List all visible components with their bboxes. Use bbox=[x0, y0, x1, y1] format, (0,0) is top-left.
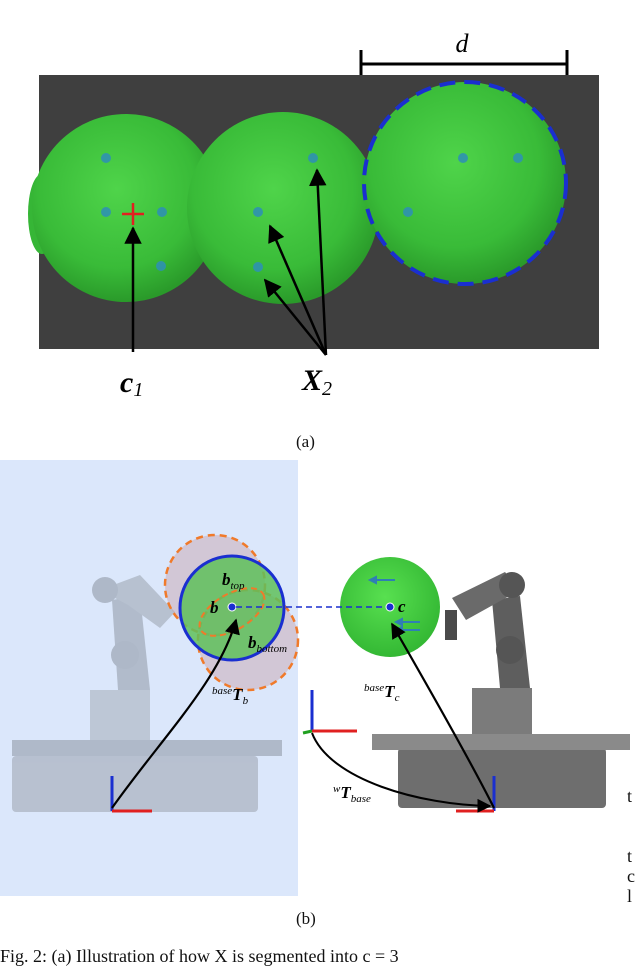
label-b: b bbox=[210, 598, 219, 617]
robot-platform-right bbox=[372, 734, 630, 750]
point bbox=[308, 153, 318, 163]
arrow-x2-c bbox=[309, 168, 328, 356]
label-w-T-base: wTbase bbox=[333, 783, 371, 805]
robot-gripper-right bbox=[445, 610, 457, 640]
robot-right bbox=[372, 572, 630, 808]
robot-left bbox=[12, 575, 282, 812]
label-c: c bbox=[398, 597, 406, 616]
robot-joint-left bbox=[111, 641, 139, 669]
arrow-w-T-base bbox=[311, 732, 492, 813]
robot-joint-left-2 bbox=[92, 577, 118, 603]
point bbox=[253, 207, 263, 217]
point bbox=[458, 153, 468, 163]
caption-a: (a) bbox=[296, 432, 315, 451]
sphere-b-inner-ring bbox=[198, 587, 266, 637]
label-c1: c1 bbox=[120, 366, 143, 401]
robot-base-right bbox=[398, 748, 606, 808]
label-x2: X2 bbox=[301, 364, 332, 400]
light-blue-background bbox=[0, 460, 298, 896]
sphere-1 bbox=[32, 114, 220, 302]
robot-arm-upper-left bbox=[100, 575, 175, 628]
robot-base-left bbox=[12, 756, 258, 812]
point bbox=[101, 207, 111, 217]
frame-world bbox=[302, 690, 357, 735]
point-cloud-x bbox=[101, 153, 523, 272]
sphere-3 bbox=[364, 82, 566, 284]
edge-text-4: l bbox=[627, 886, 633, 906]
point bbox=[513, 153, 523, 163]
arrow-base-T-c bbox=[391, 622, 495, 809]
sphere-2 bbox=[187, 112, 379, 304]
point bbox=[156, 261, 166, 271]
robot-joint-right bbox=[499, 572, 525, 598]
point bbox=[403, 207, 413, 217]
panel-b: btop b bbottom c baseTb baseTc wTbase bbox=[0, 460, 630, 896]
point bbox=[253, 262, 263, 272]
point bbox=[101, 153, 111, 163]
edge-text-1: t bbox=[627, 786, 633, 806]
label-d: d bbox=[456, 29, 470, 58]
figure-caption: Fig. 2: (a) Illustration of how X is seg… bbox=[0, 946, 399, 966]
arrow-base-T-b bbox=[111, 618, 240, 809]
label-base-T-c: baseTc bbox=[364, 682, 400, 704]
center-c bbox=[385, 602, 395, 612]
center-b bbox=[227, 602, 237, 612]
panel-a: d c1 bbox=[28, 29, 599, 401]
caption-b: (b) bbox=[296, 909, 316, 928]
center-c1-cross bbox=[122, 203, 144, 225]
label-b-top: btop bbox=[222, 570, 245, 592]
dimension-bar-d bbox=[359, 50, 569, 78]
robot-controller-left bbox=[90, 690, 150, 740]
arrow-x2-b bbox=[263, 278, 327, 356]
label-b-bottom: bbottom bbox=[248, 633, 287, 655]
edge-text-2: t bbox=[627, 846, 633, 866]
arrow-x2-a bbox=[268, 224, 328, 356]
robot-controller-right bbox=[472, 688, 532, 734]
robot-platform-left bbox=[12, 740, 282, 756]
frame-left-base bbox=[110, 776, 152, 813]
point bbox=[157, 207, 167, 217]
edge-text-3: c bbox=[627, 866, 635, 886]
label-base-T-b: baseTb bbox=[212, 685, 249, 707]
sphere-3-dashed-outline bbox=[362, 80, 568, 286]
robot-joint-right-2 bbox=[496, 636, 524, 664]
